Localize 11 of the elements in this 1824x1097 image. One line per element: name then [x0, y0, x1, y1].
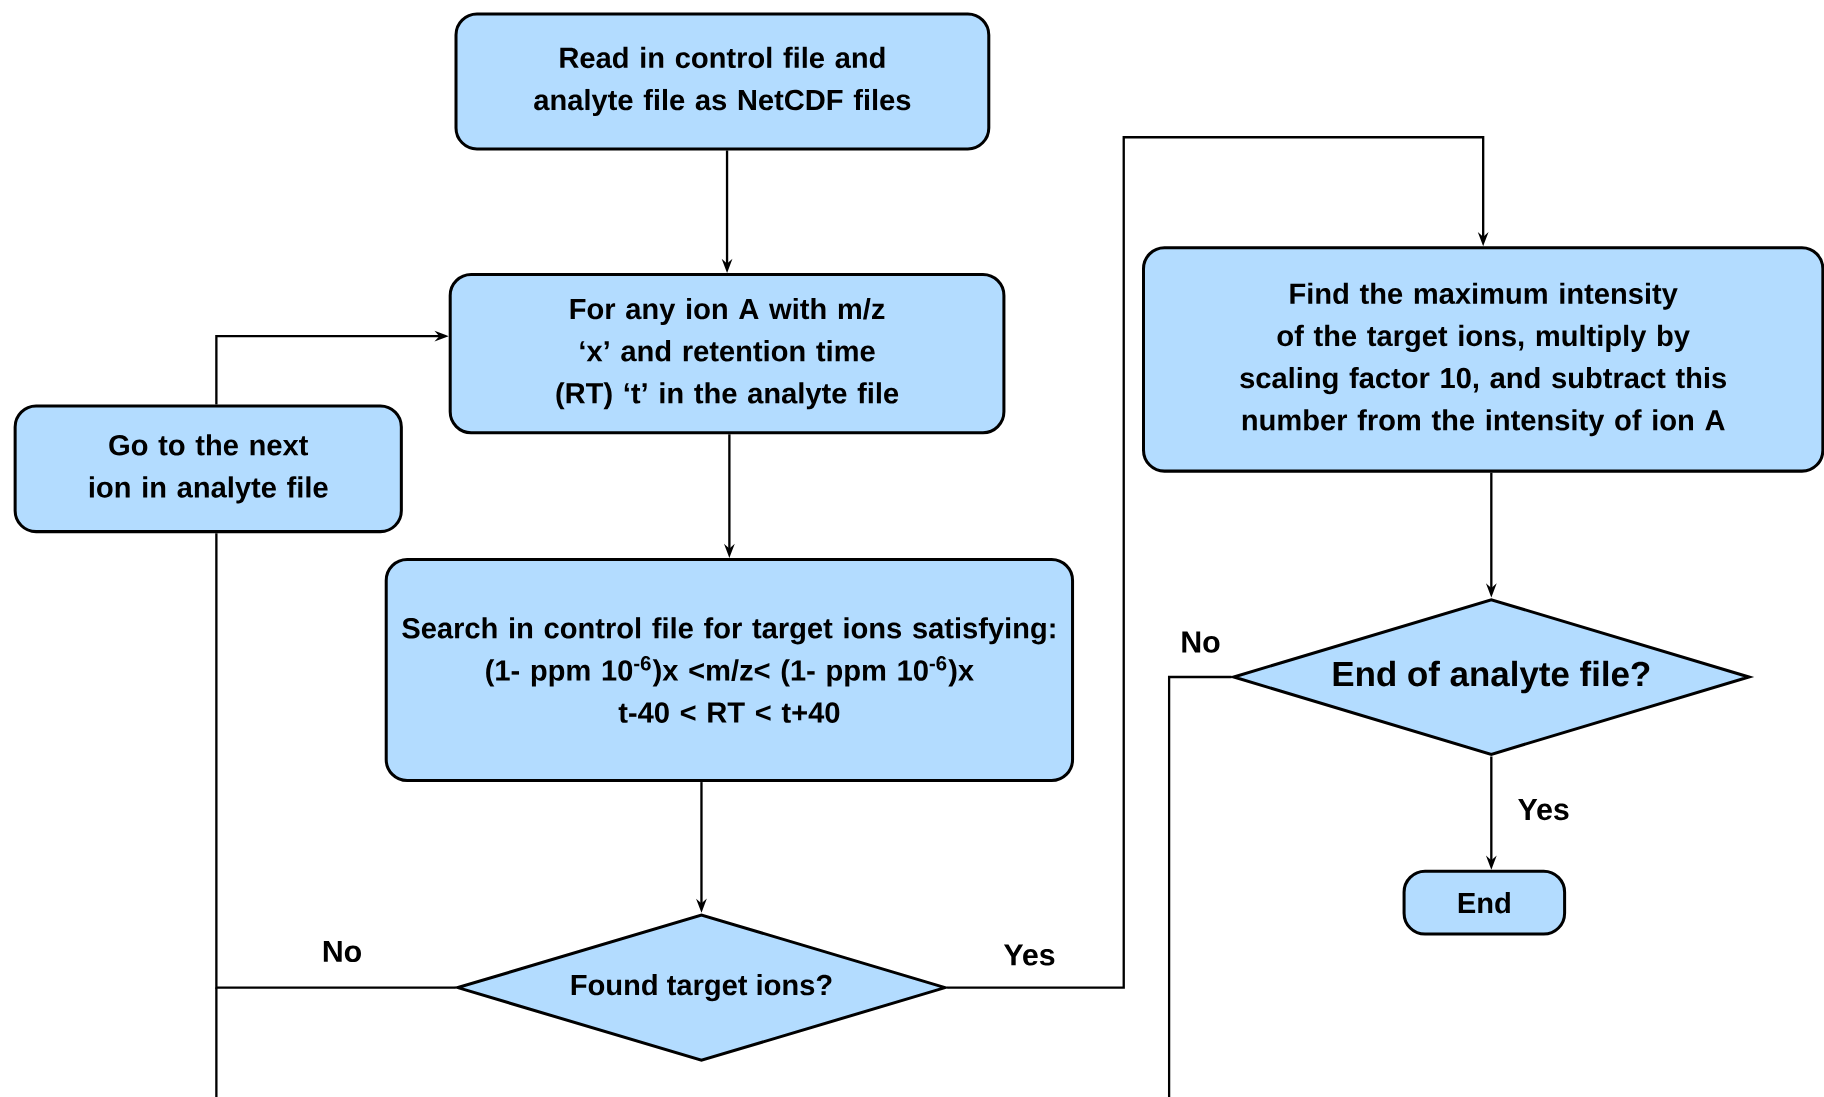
- process-box: Find the maximum intensity of the target ions, multiply by scaling factor 10, and subtract this number from the intensity of ion A: [1142, 246, 1824, 473]
- edge-label: No: [1178, 629, 1223, 655]
- process-box: For any ion A with m/z ‘x’ and retention time (RT) ‘t’ in the analyte file: [448, 273, 1006, 435]
- process-box: Search in control file for target ions satisfying: (1- ppm 10$^{-6}$)x <m/z< (1- ppm 10$^{-6}$)x t-40 < RT < t+40: [384, 558, 1075, 783]
- arrow: [947, 136, 1489, 989]
- edge-label: No: [319, 938, 365, 965]
- process-box: Read in control file and analyte file as NetCDF files: [454, 12, 991, 151]
- edge-label: Yes: [1515, 796, 1573, 823]
- process-box: End: [1402, 869, 1567, 936]
- process-box: Go to the next ion in analyte file: [13, 404, 403, 534]
- edge-label: Yes: [1001, 942, 1058, 968]
